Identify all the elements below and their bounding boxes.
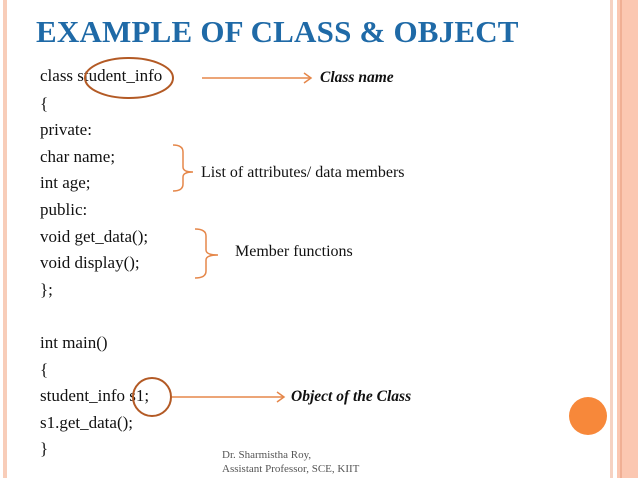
code-line-display: void display(); bbox=[40, 253, 140, 272]
code-line-main-close-brace: } bbox=[40, 439, 49, 458]
arrow-head-icon bbox=[276, 391, 286, 403]
code-line-private: private: bbox=[40, 120, 92, 139]
footer-author: Dr. Sharmistha Roy, bbox=[222, 449, 312, 461]
code-line-main: int main() bbox=[40, 333, 108, 352]
code-line-public: public: bbox=[40, 200, 88, 219]
right-border-line bbox=[620, 0, 622, 478]
code-line-main-open-brace: { bbox=[40, 360, 49, 379]
right-border-gap bbox=[613, 0, 617, 478]
annotation-object: Object of the Class bbox=[291, 388, 412, 405]
code-line-char-name: char name; bbox=[40, 147, 116, 166]
arrow-head-icon bbox=[303, 72, 313, 84]
right-border-band bbox=[617, 0, 638, 478]
attributes-brace-icon bbox=[172, 144, 194, 192]
slide-title: EXAMPLE OF CLASS & OBJECT bbox=[36, 14, 519, 49]
code-line-int-age: int age; bbox=[40, 173, 91, 192]
code-line-close-brace: }; bbox=[40, 280, 53, 299]
code-line-method-call: s1.get_data(); bbox=[40, 413, 133, 432]
annotation-member-functions: Member functions bbox=[235, 243, 353, 260]
class-name-ellipse bbox=[84, 57, 174, 99]
footer-affiliation: Assistant Professor, SCE, KIIT bbox=[222, 463, 360, 475]
right-border-decoration bbox=[610, 0, 613, 478]
decorative-circle bbox=[569, 397, 607, 435]
code-line-get-data: void get_data(); bbox=[40, 227, 149, 246]
member-functions-brace-icon bbox=[194, 228, 219, 279]
object-ellipse bbox=[132, 377, 172, 417]
code-line-open-brace: { bbox=[40, 94, 49, 113]
code-line-class: class student_info bbox=[40, 66, 163, 85]
slide-footer: Dr. Sharmistha Roy, Assistant Professor,… bbox=[222, 448, 359, 476]
annotation-attributes: List of attributes/ data members bbox=[201, 164, 405, 181]
left-border-decoration bbox=[3, 0, 7, 478]
code-line-object-decl: student_info s1; bbox=[40, 386, 150, 405]
annotation-class-name: Class name bbox=[320, 69, 394, 86]
